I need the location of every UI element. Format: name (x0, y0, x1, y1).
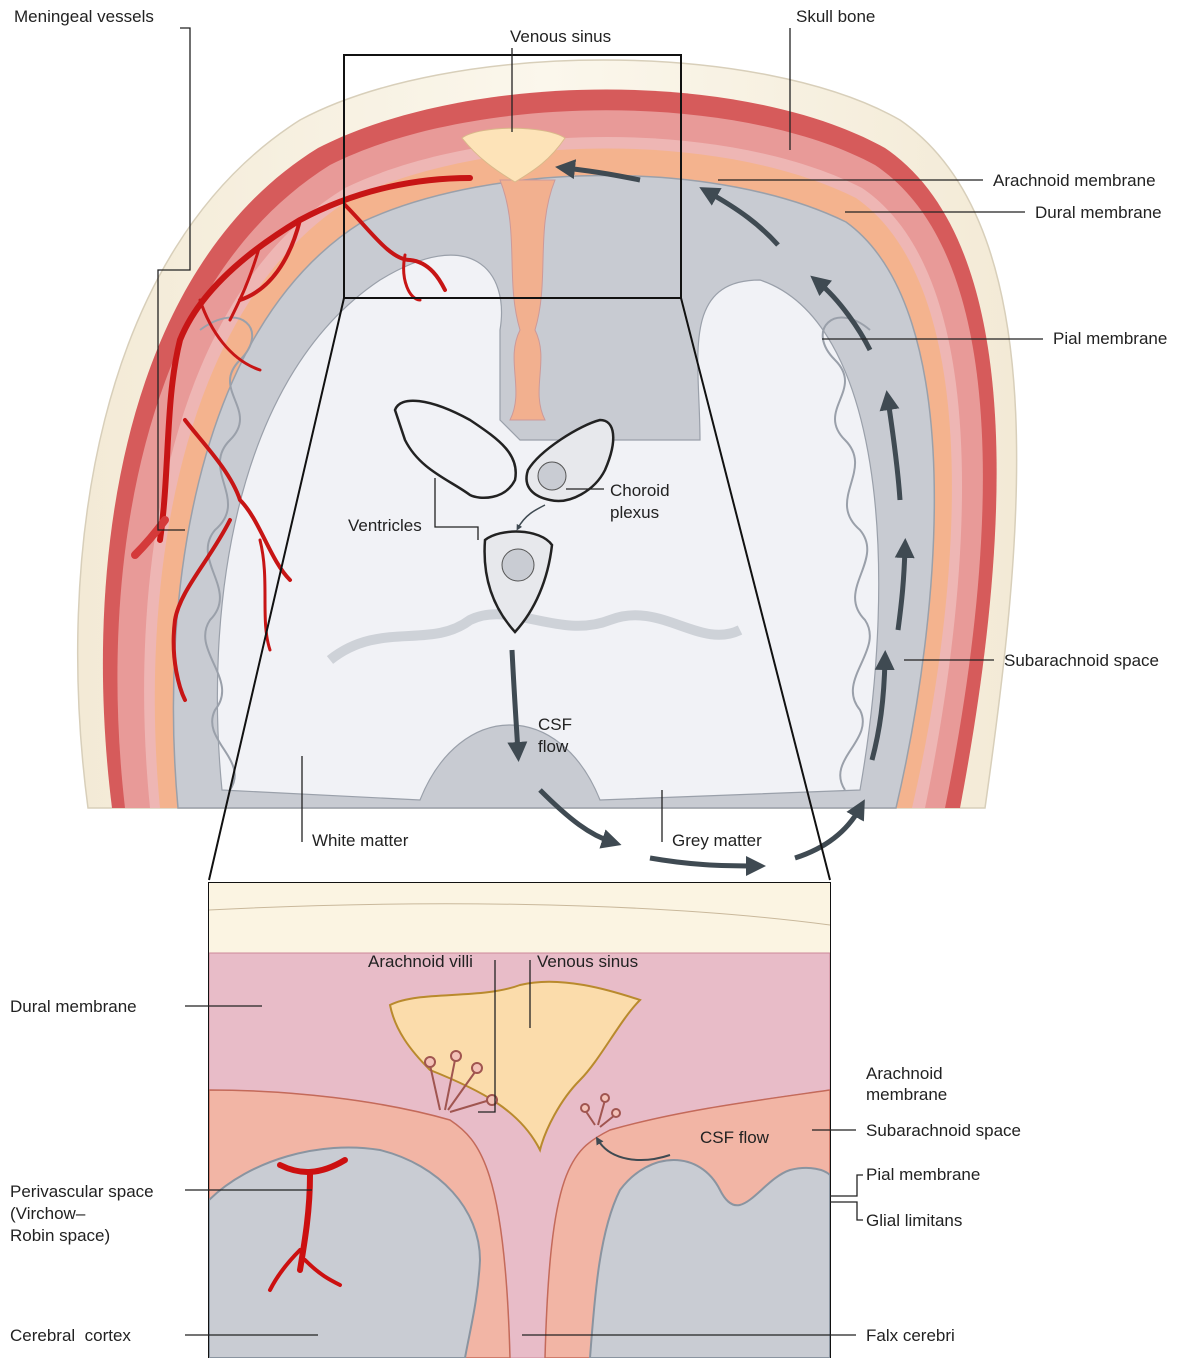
choroid-plexus (538, 462, 566, 490)
label-cerebral-cortex: Cerebral cortex (10, 1326, 131, 1345)
label-white-matter: White matter (312, 831, 409, 850)
label-subarachnoid-top: Subarachnoid space (1004, 651, 1159, 670)
label-dural-membrane-top: Dural membrane (1035, 203, 1162, 222)
inset-skull (209, 883, 830, 953)
label-venous-sinus-bottom: Venous sinus (537, 952, 638, 971)
label-grey-matter: Grey matter (672, 831, 762, 850)
label-arachnoid-1: Arachnoid (866, 1064, 943, 1083)
label-csf-flow-bottom: CSF flow (700, 1128, 770, 1147)
inset-detail (209, 883, 830, 1358)
label-perivascular-2: (Virchow– (10, 1204, 86, 1223)
label-perivascular-3: Robin space) (10, 1226, 110, 1245)
inset-cortex-left (209, 1147, 480, 1358)
label-ventricles: Ventricles (348, 516, 422, 535)
label-pial-membrane-top: Pial membrane (1053, 329, 1167, 348)
label-skull-bone: Skull bone (796, 7, 875, 26)
label-dural-membrane-bottom: Dural membrane (10, 997, 137, 1016)
label-choroid-1: Choroid (610, 481, 670, 500)
label-csf-flow-2: flow (538, 737, 569, 756)
label-arachnoid-villi: Arachnoid villi (368, 952, 473, 971)
label-arachnoid-membrane-top: Arachnoid membrane (993, 171, 1156, 190)
label-choroid-2: plexus (610, 503, 659, 522)
label-csf-flow-1: CSF (538, 715, 572, 734)
label-pial-membrane-bottom: Pial membrane (866, 1165, 980, 1184)
label-subarachnoid-bottom: Subarachnoid space (866, 1121, 1021, 1140)
label-arachnoid-2: membrane (866, 1085, 947, 1104)
inset-cortex-right (590, 1160, 830, 1358)
label-venous-sinus-top: Venous sinus (510, 27, 611, 46)
label-glial-limitans: Glial limitans (866, 1211, 962, 1230)
label-meningeal-vessels: Meningeal vessels (14, 7, 154, 26)
label-falx-cerebri: Falx cerebri (866, 1326, 955, 1345)
label-perivascular-1: Perivascular space (10, 1182, 154, 1201)
